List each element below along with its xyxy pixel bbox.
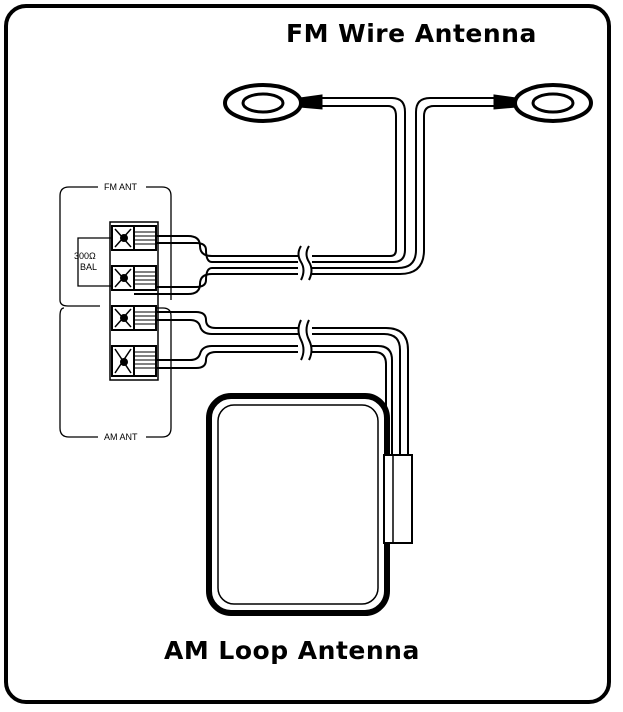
fm-terminal-lower	[111, 265, 157, 291]
terminal-block-frame	[109, 221, 159, 381]
fm-lead-break-mark	[297, 245, 313, 281]
am-antenna-title: AM Loop Antenna	[164, 636, 420, 665]
am-lead-break-mark	[297, 319, 313, 361]
fm-ant-label: FM ANT	[104, 182, 138, 192]
am-terminal-lower	[111, 345, 157, 377]
am-terminal-upper	[111, 305, 157, 331]
fm-wire-lead	[212, 97, 494, 275]
terminal-panel	[59, 186, 172, 438]
impedance-label: 300Ω	[74, 251, 96, 261]
balanced-label: BAL	[80, 262, 97, 272]
am-ant-label: AM ANT	[104, 432, 138, 442]
am-wire-lead	[134, 311, 409, 455]
fm-lead-fork	[134, 235, 213, 295]
fm-ring-terminal-left	[223, 83, 323, 123]
fm-ring-terminal-right	[493, 83, 593, 123]
fm-antenna-title: FM Wire Antenna	[286, 19, 537, 48]
fm-terminal-upper	[111, 225, 157, 251]
am-loop-antenna	[206, 393, 413, 616]
